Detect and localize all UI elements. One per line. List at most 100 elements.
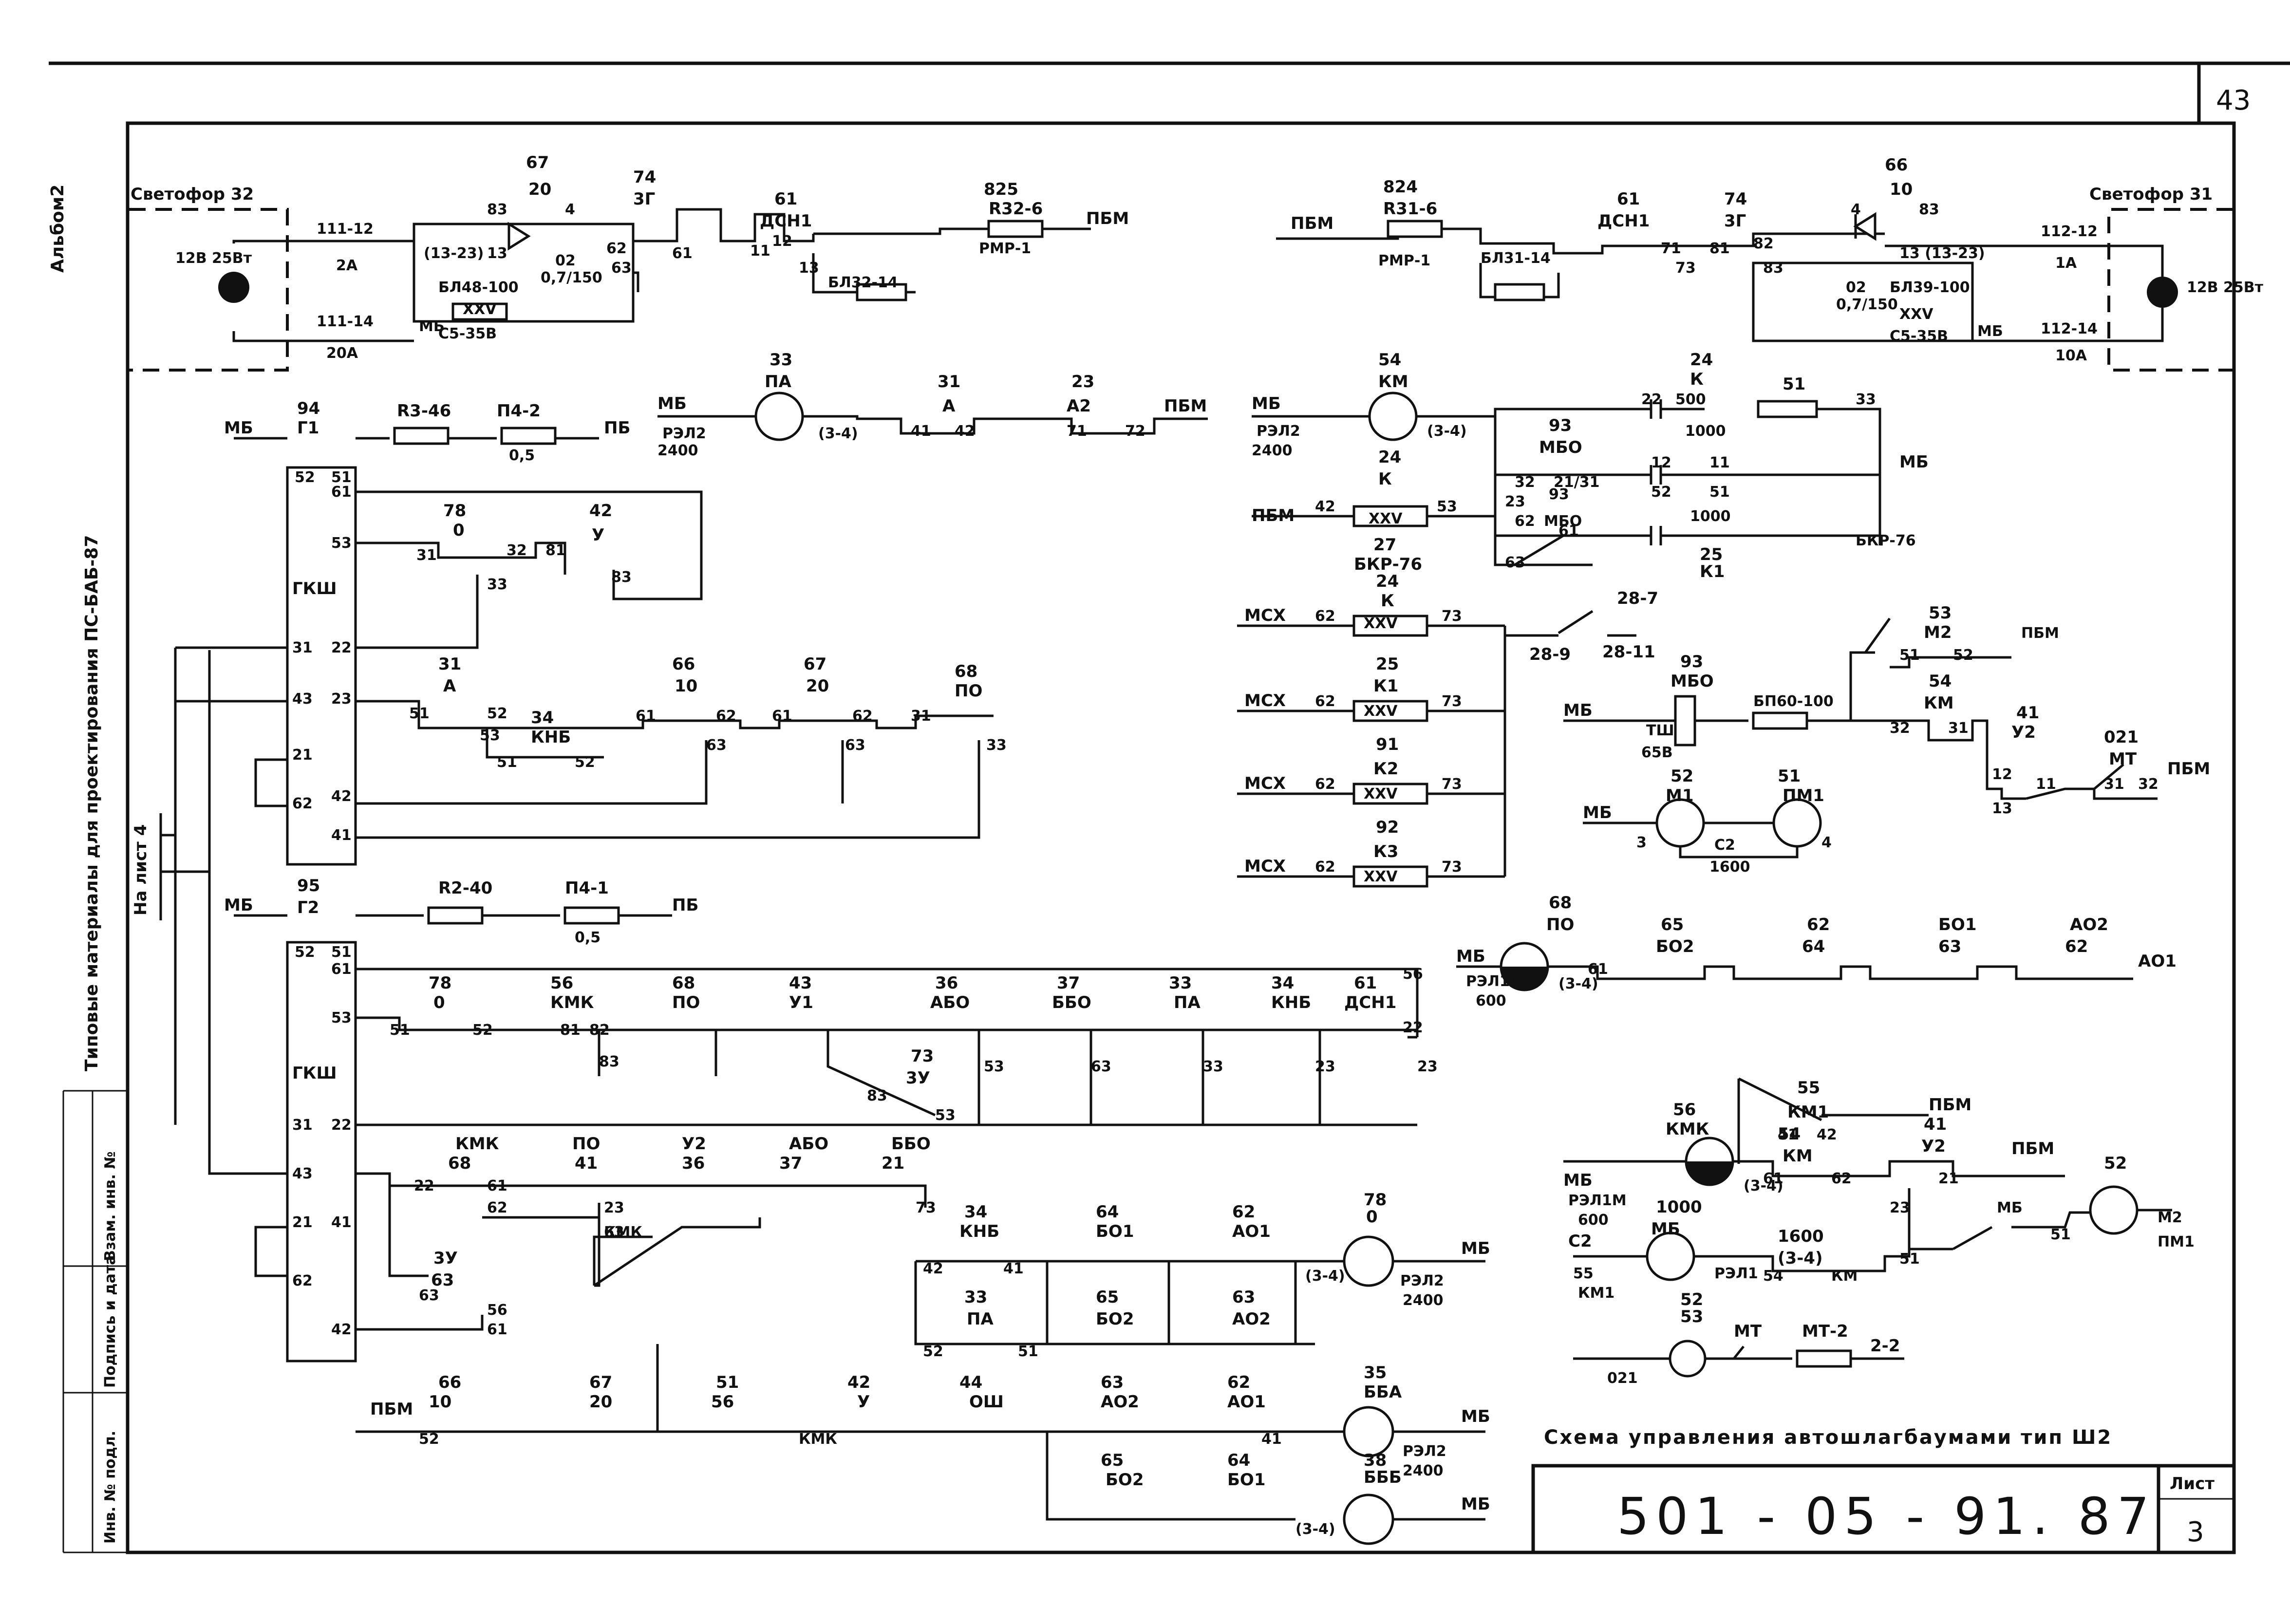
block-icon bbox=[1674, 695, 1696, 747]
gksh2-label: 56 bbox=[1403, 966, 1423, 983]
diode-icon bbox=[507, 222, 531, 251]
wire bbox=[1650, 526, 1662, 545]
top_left-label: 20 bbox=[528, 180, 551, 199]
diode-icon bbox=[1853, 212, 1877, 241]
top_left-label: 67 bbox=[526, 153, 549, 172]
right_lower-label: 21 bbox=[1938, 1170, 1959, 1187]
signal-31-wire1-num: 1А bbox=[2055, 255, 2077, 272]
right_po-label: 63 bbox=[1938, 937, 1961, 956]
top_right-label: С5-35В bbox=[1890, 328, 1948, 345]
gksh1-label: 33 bbox=[986, 737, 1007, 754]
gksh2-label: ПО bbox=[572, 1134, 600, 1154]
side-cell-inv: Инв. № подл. bbox=[102, 1431, 119, 1544]
gksh1-label: 43 bbox=[292, 691, 313, 708]
top_left-label: XXV bbox=[463, 301, 497, 318]
gksh2-label: 22 bbox=[331, 1117, 352, 1134]
right_msk-label: 73 bbox=[1442, 859, 1462, 876]
top_right-label: 66 bbox=[1885, 155, 1908, 175]
gksh1-label: 63 bbox=[706, 737, 727, 754]
gksh1-label: 53 bbox=[331, 535, 352, 552]
gksh1-label: 10 bbox=[675, 676, 697, 696]
gksh2-label: 73 bbox=[916, 1199, 936, 1216]
gksh2-label: 22 bbox=[414, 1177, 434, 1195]
top_right-label: 83 bbox=[1763, 260, 1783, 277]
right_km-label: 1000 bbox=[1690, 508, 1731, 525]
right_lower-label: КМ1 bbox=[1787, 1102, 1829, 1122]
right_mbo-label: МБ bbox=[1563, 701, 1593, 720]
gksh2-label: 68 bbox=[448, 1154, 471, 1173]
gksh1-label: 68 bbox=[955, 662, 977, 681]
signal-31-lamp-rating: 12В 25Вт bbox=[2187, 279, 2264, 296]
top_left-label: 62 bbox=[606, 240, 627, 257]
top_right-label: 73 bbox=[1675, 260, 1696, 277]
chains-label: АО2 bbox=[1232, 1309, 1271, 1329]
right_msk-label: 62 bbox=[1315, 608, 1335, 625]
right_km-label: К bbox=[1690, 370, 1704, 389]
right_mbo-label: ПМ1 bbox=[1783, 786, 1824, 805]
wire bbox=[2093, 764, 2124, 790]
top_right-label: 824 bbox=[1383, 177, 1418, 197]
wire bbox=[208, 650, 287, 1175]
gksh2-label: ПА bbox=[1174, 993, 1201, 1012]
right_lower-label: 61 bbox=[1763, 1170, 1783, 1187]
chains-label: БО1 bbox=[1096, 1222, 1134, 1241]
gksh2-label: 37 bbox=[779, 1154, 802, 1173]
right_lower-label: КМ bbox=[1783, 1146, 1813, 1166]
motor-thermal-icon bbox=[1669, 1340, 1707, 1378]
right_po-label: 62 bbox=[1807, 915, 1830, 934]
right_msk-label: 73 bbox=[1442, 608, 1462, 625]
relay-coil-icon bbox=[1368, 392, 1418, 441]
top_right-label: 71 bbox=[1661, 240, 1681, 257]
gksh2-label: 33 bbox=[1169, 973, 1192, 993]
top_right-label: R31-6 bbox=[1383, 199, 1437, 219]
chains-label: 44 bbox=[959, 1373, 982, 1392]
right_km-label: 93 bbox=[1549, 486, 1569, 503]
chains-label: 65 bbox=[1101, 1451, 1124, 1470]
right_km-label: МБО bbox=[1539, 438, 1582, 457]
right_km-label: 27 bbox=[1373, 535, 1396, 555]
chains-label: 33 bbox=[964, 1288, 987, 1307]
block-icon bbox=[1352, 865, 1428, 888]
right_lower-label: М2 bbox=[2158, 1209, 2182, 1226]
gksh2-label: 73 bbox=[911, 1046, 934, 1066]
top_left-label: 13 bbox=[487, 245, 507, 262]
gksh2-label: 51 bbox=[390, 1022, 410, 1039]
block-icon bbox=[1352, 615, 1428, 637]
right_msk-label: К1 bbox=[1373, 676, 1398, 696]
gksh2-label: 61 bbox=[1354, 973, 1377, 993]
signal-31-lamp-icon bbox=[2147, 277, 2178, 308]
right_mbo-label: 32 bbox=[2138, 776, 2159, 793]
right_mbo-label: 1600 bbox=[1709, 859, 1750, 876]
gksh2-label: 31 bbox=[292, 1117, 313, 1134]
top_left-label: БЛ48-100 bbox=[438, 279, 519, 296]
right_mbo-label: КМ bbox=[1924, 693, 1954, 713]
top_right-label: 81 bbox=[1709, 240, 1730, 257]
gksh1-label: 67 bbox=[804, 654, 826, 674]
chains-label: 38 bbox=[1364, 1451, 1387, 1470]
right_po-label: 62 bbox=[2065, 937, 2088, 956]
right_lower-label: МТ-2 bbox=[1802, 1322, 1848, 1341]
right_po-label: БО2 bbox=[1656, 937, 1694, 956]
gksh1-label: 51 bbox=[497, 754, 517, 771]
right_km-label: 23 bbox=[1505, 493, 1525, 510]
block-icon bbox=[1352, 505, 1428, 527]
gksh2-label: 82 bbox=[589, 1022, 610, 1039]
gksh1-label: 53 bbox=[480, 727, 500, 744]
signal-32-wire2: 111-14 bbox=[317, 313, 374, 330]
wire bbox=[1864, 617, 1891, 653]
right_po-label: АО1 bbox=[2138, 952, 2177, 971]
right_lower-label: С2 bbox=[1568, 1232, 1592, 1251]
gksh2-label: 81 bbox=[560, 1022, 581, 1039]
wire bbox=[826, 1030, 936, 1117]
wire bbox=[356, 740, 980, 839]
gksh2-label: 36 bbox=[682, 1154, 705, 1173]
signal-31-wire1: 112-12 bbox=[2041, 223, 2098, 240]
center_relays-label: 41 bbox=[911, 423, 931, 440]
top_left-label: 0,7/150 bbox=[541, 269, 602, 286]
gksh1-label: 31 bbox=[438, 654, 461, 674]
chains-label: 65 bbox=[1096, 1288, 1119, 1307]
gksh1-label: 21 bbox=[292, 747, 313, 764]
right_lower-label: МБ bbox=[1563, 1171, 1593, 1190]
right_mbo-label: 12 bbox=[1992, 766, 2012, 783]
right_km-label: XXV bbox=[1369, 510, 1403, 527]
